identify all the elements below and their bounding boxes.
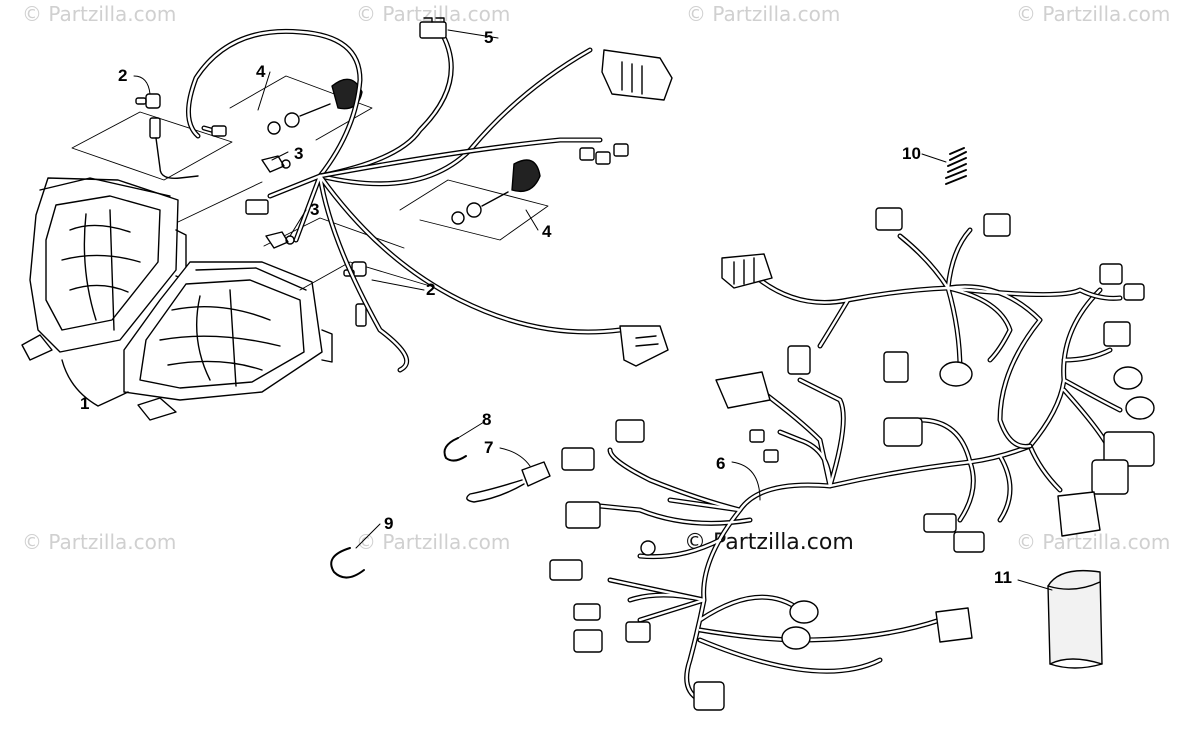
- sleeve: [1047, 569, 1103, 669]
- main-harness-connectors: [549, 207, 1155, 711]
- callout-3-lower: 3: [310, 200, 320, 219]
- callout-6: 6: [716, 454, 726, 473]
- watermark-mid-left: © Partzilla.com: [22, 530, 177, 554]
- callout-2-lower: 2: [426, 280, 436, 299]
- headlight-left: [21, 177, 187, 361]
- bulb-socket-lower: [343, 261, 367, 327]
- clip-small: [443, 437, 467, 462]
- callout-2-upper: 2: [118, 66, 128, 85]
- watermark-mid-right: © Partzilla.com: [1016, 530, 1171, 554]
- watermark-top-left: © Partzilla.com: [22, 2, 177, 26]
- bulb-upper: [261, 155, 291, 173]
- callout-8: 8: [482, 410, 492, 429]
- callout-11: 11: [994, 568, 1012, 587]
- main-harness: [597, 227, 1123, 703]
- headlight-right: [123, 261, 333, 421]
- leader-1: [61, 359, 129, 407]
- rheostat-knob-lower: [451, 159, 541, 225]
- clip-large: [330, 547, 365, 579]
- callout-5: 5: [484, 28, 494, 47]
- callout-4-upper: 4: [256, 62, 266, 81]
- callout-9: 9: [384, 514, 394, 533]
- headlight-harness-connectors: [211, 17, 673, 367]
- callout-4-lower: 4: [542, 222, 552, 241]
- bulb-socket-upper: [135, 93, 199, 179]
- tether-cord: [466, 461, 551, 503]
- headlight-harness: [185, 27, 623, 373]
- callout-7: 7: [484, 438, 494, 457]
- callout-3-upper: 3: [294, 144, 304, 163]
- bulb-lower: [265, 231, 295, 249]
- watermark-top-center-right: © Partzilla.com: [686, 2, 841, 26]
- callout-1: 1: [80, 394, 90, 413]
- watermark-mid-center: © Partzilla.com: [356, 530, 511, 554]
- callout-10: 10: [902, 144, 921, 163]
- spring: [945, 147, 967, 185]
- leader-lines: [133, 29, 1053, 591]
- watermark-top-right: © Partzilla.com: [1016, 2, 1171, 26]
